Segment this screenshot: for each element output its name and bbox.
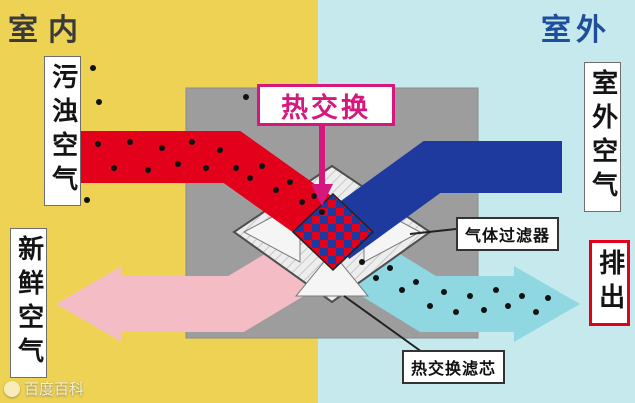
outdoor-region-label: 室外 (541, 13, 611, 48)
exhaust-label: 排出 (589, 240, 630, 326)
watermark-text: 百度百科 (24, 380, 85, 398)
exhaust-arrow-head (514, 266, 580, 342)
core-filter-leader-line (343, 295, 423, 353)
gas-filter-leader-line (409, 228, 457, 235)
baidu-baike-watermark: 百度百科 (4, 378, 84, 399)
filter-checker-core (291, 192, 375, 272)
fresh-air-arrow-head (56, 266, 122, 342)
indoor-region-label: 室内 (8, 13, 88, 48)
gas-filter-callout: 气体过滤器 (456, 217, 560, 251)
outdoor-air-arrow (318, 141, 562, 260)
exhaust-dots (359, 259, 551, 315)
dirty-air-arrow (78, 131, 349, 251)
baidu-baike-logo-icon (4, 380, 20, 397)
dirty-air-label: 污浊空气 (44, 56, 81, 206)
dirty-air-dots (84, 65, 325, 215)
outdoor-air-label: 室外空气 (584, 62, 621, 212)
core-bottom-wedge (294, 251, 370, 297)
heat-exchange-callout: 热交换 (257, 84, 395, 126)
heat-exchange-callout-arrow (311, 124, 333, 206)
fresh-air-label: 新鲜空气 (10, 228, 47, 378)
core-filter-callout: 热交换滤芯 (402, 350, 506, 384)
